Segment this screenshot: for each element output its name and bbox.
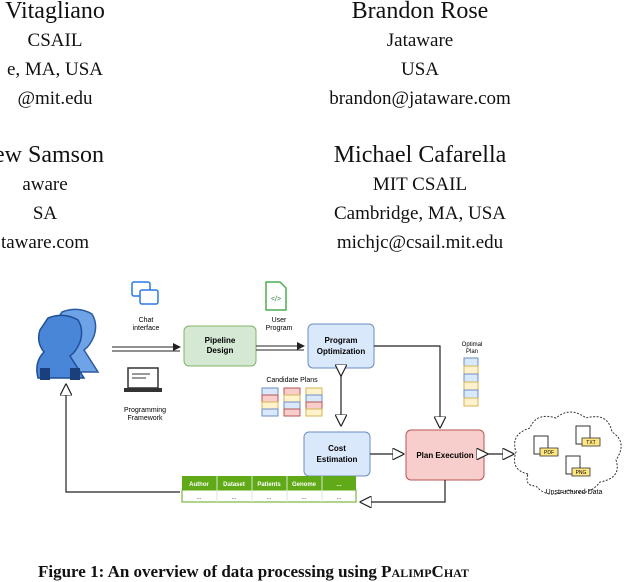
author-affiliation: aware <box>22 174 68 195</box>
table-header-dataset: Dataset <box>223 482 245 488</box>
svg-text:</>: </> <box>271 296 281 303</box>
author-location: SA <box>32 203 58 224</box>
table-cell: ... <box>231 495 236 501</box>
author-email: taware.com <box>0 232 90 253</box>
author-block-2: Brandon Rose Jataware USA brandon@jatawa… <box>280 0 560 113</box>
optimal-plan-stack <box>463 357 479 407</box>
caption-system-name: PalimpChat <box>381 562 469 581</box>
cost-estimation-box <box>303 431 371 477</box>
table-header-author: Author <box>189 482 209 488</box>
users-icon <box>36 308 100 380</box>
author-name: Michael Cafarella <box>333 142 507 168</box>
author-email: michjc@csail.mit.edu <box>336 232 504 253</box>
table-cell: ... <box>301 495 306 501</box>
author-email: @mit.edu <box>17 88 93 109</box>
pdf-file-icon: PDF <box>533 435 559 457</box>
author-name: Brandon Rose <box>351 0 489 24</box>
author-location: Cambridge, MA, USA <box>333 203 507 224</box>
unstructured-data-cloud <box>514 411 622 495</box>
svg-text:PDF: PDF <box>544 450 554 456</box>
plan-execution-label: Plan Execution <box>416 451 473 460</box>
unstructured-data-label: Unstructured Data <box>546 489 603 496</box>
table-cell: ... <box>196 495 201 501</box>
caption-prefix: Figure 1: An overview of data processing… <box>38 562 382 581</box>
table-cell: ... <box>266 495 271 501</box>
table-header-patients: Patients <box>257 482 281 488</box>
program-optimization-box <box>307 323 375 369</box>
author-location: e, MA, USA <box>6 59 104 80</box>
table-header-genome: Genome <box>292 482 317 488</box>
candidate-plans <box>261 387 323 417</box>
laptop-icon <box>124 367 162 392</box>
author-email: brandon@jataware.com <box>329 88 511 109</box>
results-table <box>181 476 357 503</box>
author-name: Vitagliano <box>5 0 105 24</box>
figure-caption: Figure 1: An overview of data processing… <box>38 562 469 582</box>
code-file-icon: </> <box>265 281 287 311</box>
author-block-1: Vitagliano CSAIL e, MA, USA @mit.edu <box>0 0 195 113</box>
author-affiliation: MIT CSAIL <box>372 174 468 195</box>
candidate-plans-label: Candidate Plans <box>266 377 318 384</box>
author-location: USA <box>400 59 439 80</box>
svg-text:TXT: TXT <box>586 440 595 446</box>
author-affiliation: CSAIL <box>27 30 83 51</box>
author-affiliation: Jataware <box>386 30 454 51</box>
chat-icon <box>131 281 159 305</box>
author-block-4: Michael Cafarella MIT CSAIL Cambridge, M… <box>280 140 560 257</box>
svg-text:PNG: PNG <box>576 470 587 476</box>
table-cell: ... <box>336 495 341 501</box>
txt-file-icon: TXT <box>575 425 601 447</box>
author-block-3: rew Samson aware SA taware.com <box>0 140 185 257</box>
png-file-icon: PNG <box>565 455 591 477</box>
table-header-more: ... <box>336 482 341 488</box>
author-name: rew Samson <box>0 142 104 168</box>
